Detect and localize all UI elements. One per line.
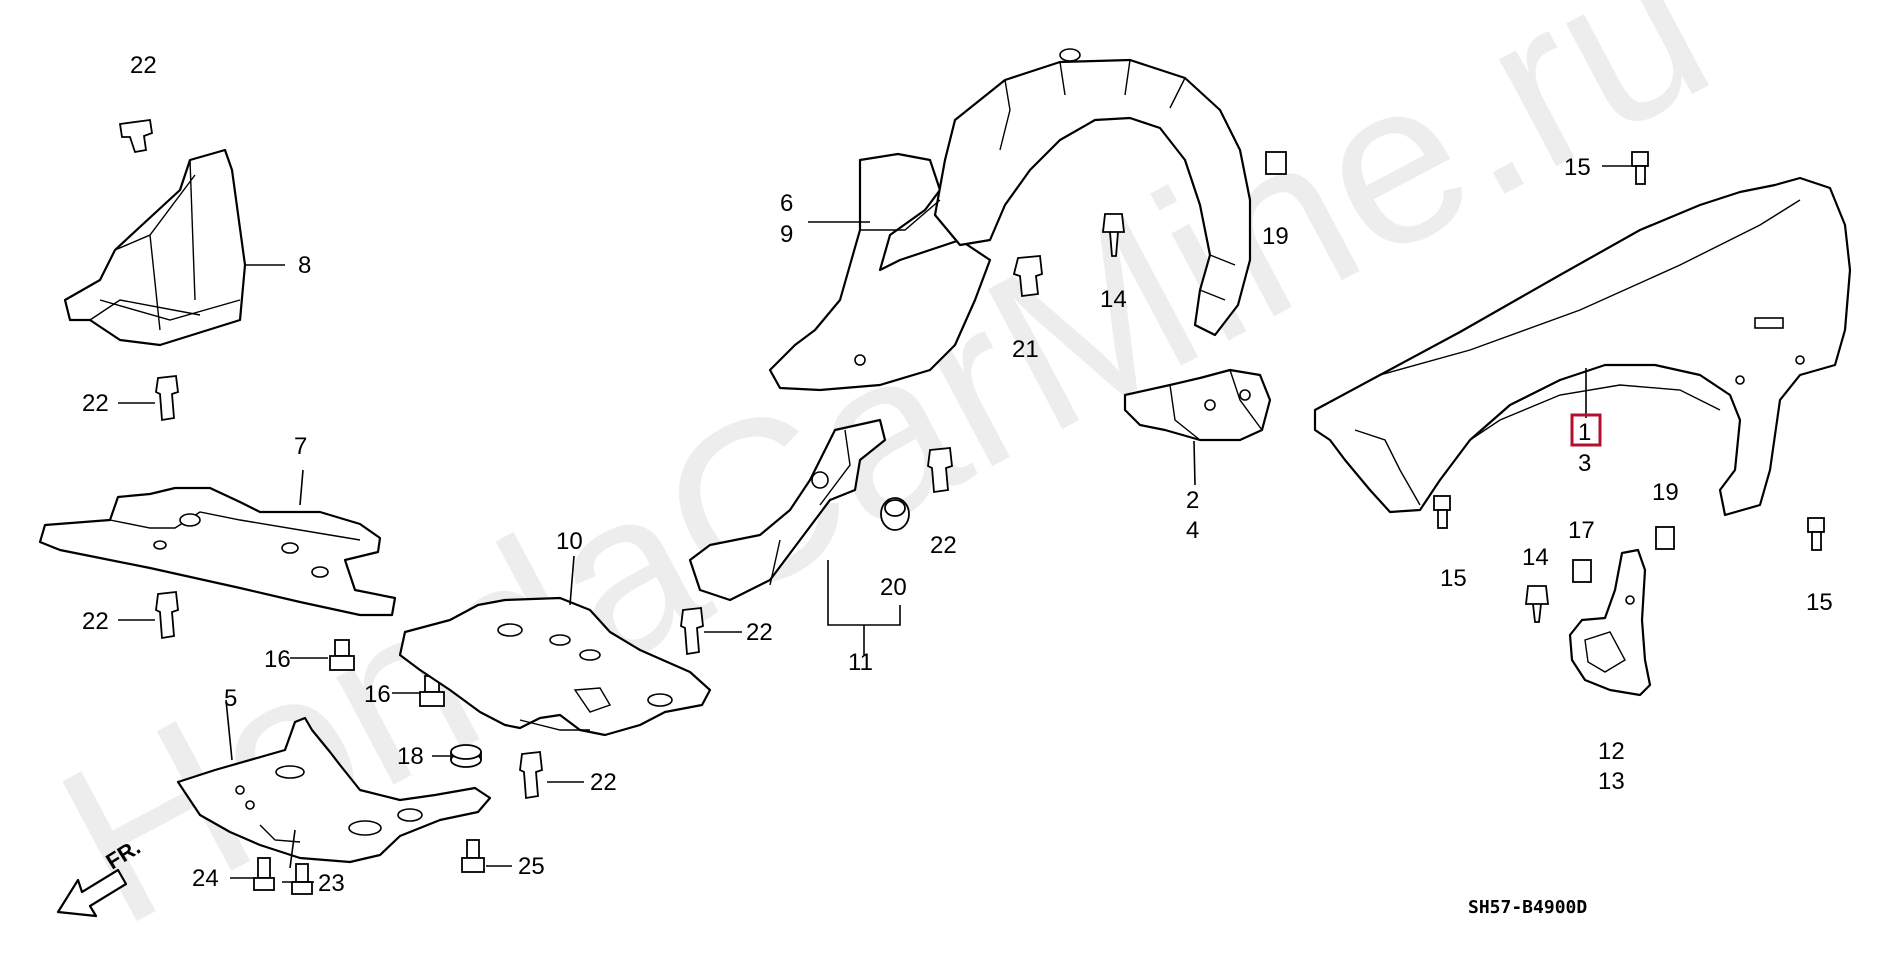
part-15-bolt[interactable] <box>1807 517 1825 551</box>
label-22: 22 <box>930 532 957 559</box>
selected-part-highlight <box>1570 413 1602 447</box>
part-2-4-bracket[interactable] <box>1123 368 1272 442</box>
label-1: 1 <box>1578 419 1591 446</box>
label-5: 5 <box>224 685 237 712</box>
part-15-bolt[interactable] <box>1433 495 1451 529</box>
part-10-undercover[interactable] <box>398 596 712 737</box>
label-15: 15 <box>1564 154 1591 181</box>
label-2: 2 <box>1186 487 1199 514</box>
label-25: 25 <box>518 853 545 880</box>
label-16: 16 <box>364 681 391 708</box>
part-15-bolt[interactable] <box>1631 151 1649 185</box>
label-3: 3 <box>1578 450 1591 477</box>
part-21-clip[interactable] <box>1012 255 1043 298</box>
part-14-screw[interactable] <box>1101 213 1126 257</box>
label-22: 22 <box>82 390 109 417</box>
label-21: 21 <box>1012 336 1039 363</box>
part-7-undercover[interactable] <box>38 486 397 617</box>
part-11-splash-shield[interactable] <box>688 418 887 602</box>
label-22: 22 <box>590 769 617 796</box>
label-15: 15 <box>1440 565 1467 592</box>
part-24-bolt[interactable] <box>253 857 275 891</box>
label-15: 15 <box>1806 589 1833 616</box>
label-11: 11 <box>848 649 873 676</box>
label-13: 13 <box>1598 768 1625 795</box>
part-22-clip[interactable] <box>927 447 953 494</box>
part-18-spacer[interactable] <box>450 744 482 768</box>
part-14-screw[interactable] <box>1524 585 1550 623</box>
label-22: 22 <box>746 619 773 646</box>
part-16-bolt[interactable] <box>329 639 355 671</box>
label-23: 23 <box>318 870 345 897</box>
label-16: 16 <box>264 646 291 673</box>
label-8: 8 <box>298 252 311 279</box>
label-19: 19 <box>1262 223 1289 250</box>
label-18: 18 <box>397 743 424 770</box>
label-14: 14 <box>1522 544 1549 571</box>
part-8-bracket[interactable] <box>63 148 247 347</box>
label-17: 17 <box>1568 517 1595 544</box>
part-19-nut[interactable] <box>1265 151 1287 175</box>
label-14: 14 <box>1100 286 1127 313</box>
part-22-clip[interactable] <box>155 591 179 640</box>
label-6: 6 <box>780 190 793 217</box>
part-12-13-mudguard[interactable] <box>1568 548 1652 697</box>
part-19-nut[interactable] <box>1655 526 1675 550</box>
part-17-nut[interactable] <box>1572 559 1592 583</box>
label-4: 4 <box>1186 517 1199 544</box>
part-20-grommet[interactable] <box>880 497 910 531</box>
label-22: 22 <box>82 608 109 635</box>
part-5-lower-cover[interactable] <box>176 716 492 864</box>
part-6-9-fender-liner[interactable] <box>768 48 1252 392</box>
label-22: 22 <box>130 52 157 79</box>
part-25-bolt[interactable] <box>461 839 485 873</box>
part-labels: 22 8 22 7 22 16 16 18 5 24 23 25 10 22 2… <box>82 52 1833 897</box>
label-24: 24 <box>192 865 219 892</box>
part-22-clip[interactable] <box>519 751 543 800</box>
label-20: 20 <box>880 574 907 601</box>
part-22-clip[interactable] <box>118 118 154 154</box>
label-10: 10 <box>556 528 583 555</box>
label-19: 19 <box>1652 479 1679 506</box>
label-9: 9 <box>780 221 793 248</box>
part-22-clip[interactable] <box>680 607 704 656</box>
leader-lines <box>118 165 1632 883</box>
diagram-code: SH57-B4900D <box>1468 897 1587 918</box>
part-22-clip[interactable] <box>155 375 179 422</box>
part-1-3-front-fender[interactable] <box>1313 176 1852 517</box>
label-7: 7 <box>294 433 307 460</box>
label-12: 12 <box>1598 738 1625 765</box>
